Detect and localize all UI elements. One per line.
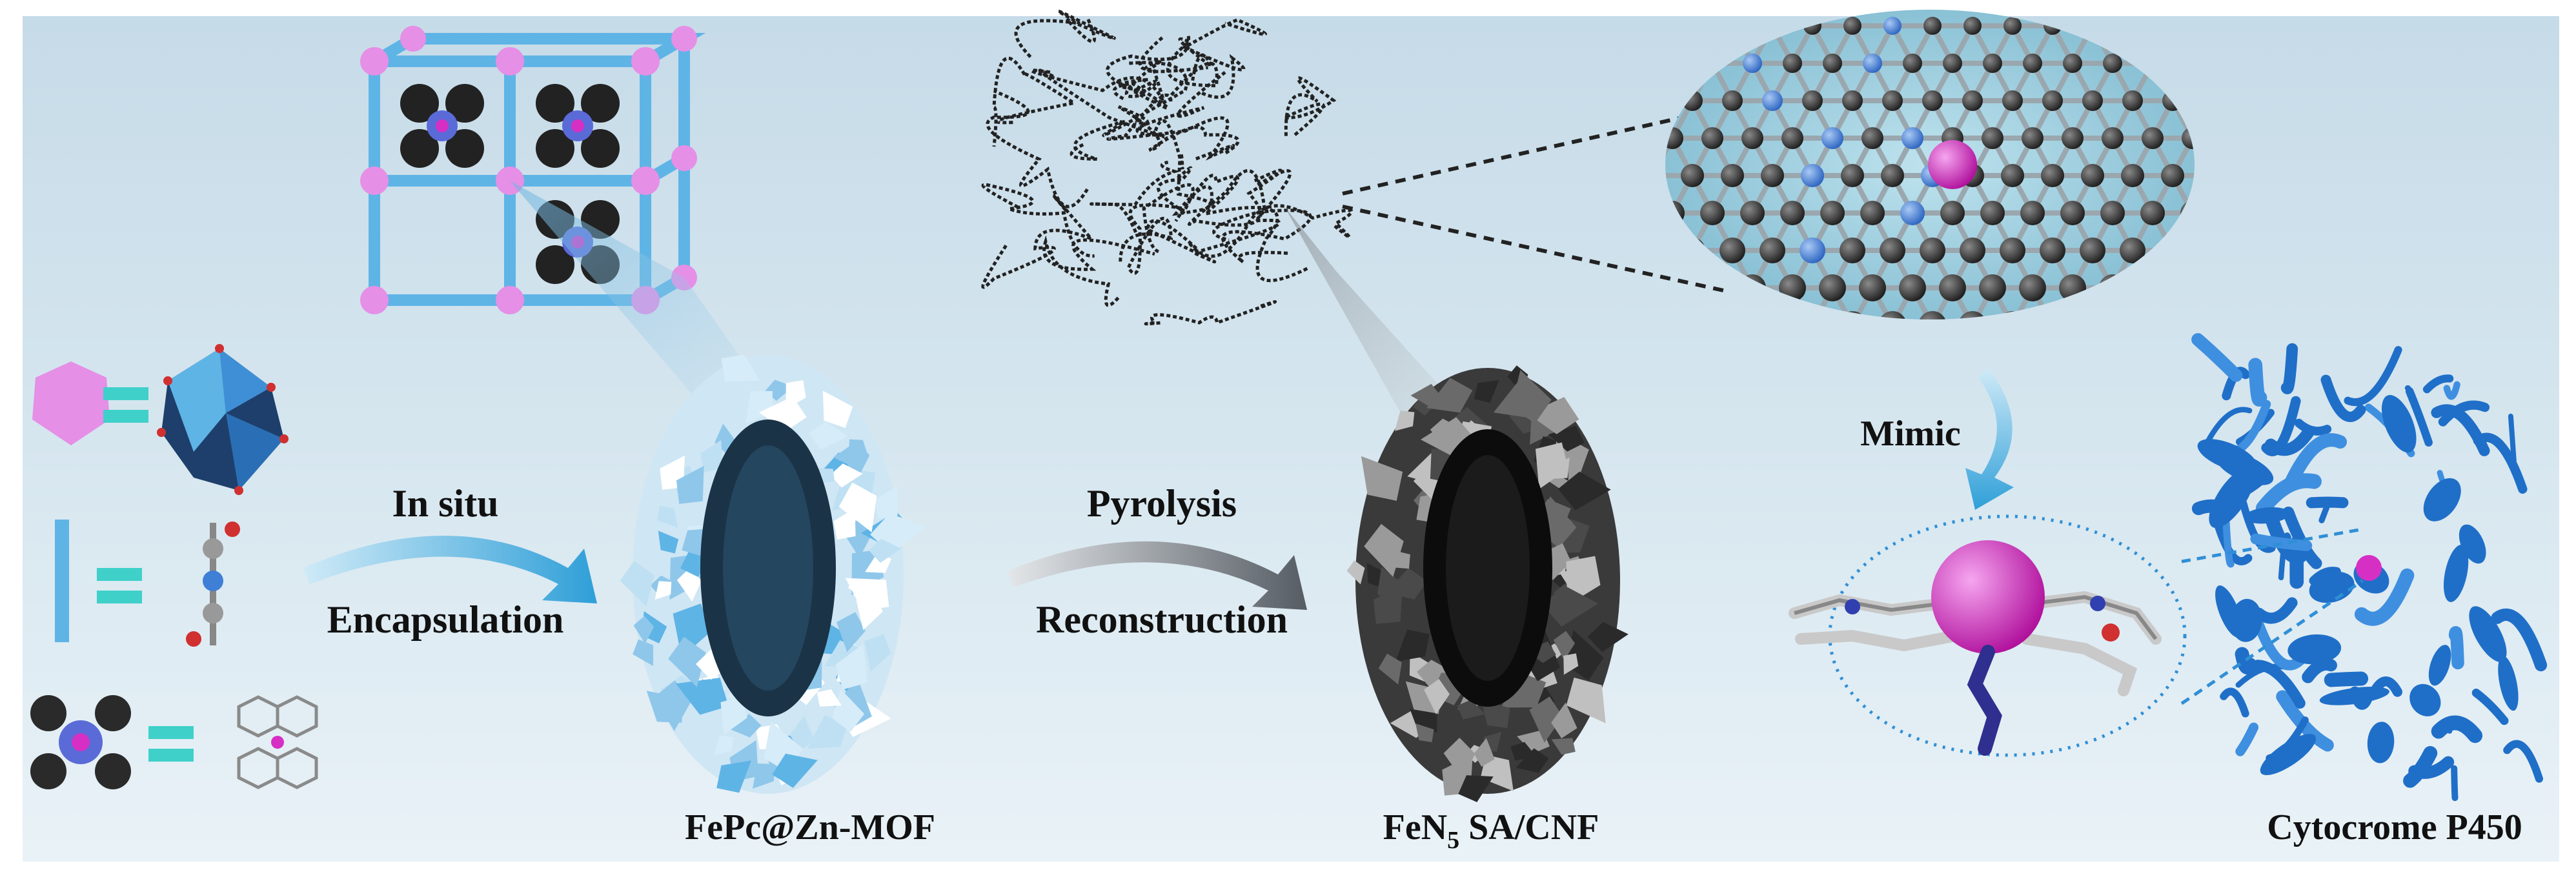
carbon-atom [1741,127,1763,149]
carbon-atom [2062,127,2084,149]
nitrogen-atom [1902,127,1923,149]
carbon-atom [1802,90,1823,111]
carbon-atom [2041,164,2064,187]
carbon-atom [2019,274,2046,301]
carbon-atom [2103,54,2122,73]
carbon-atom [1719,238,1745,263]
carbon-atom [2121,164,2144,187]
carbon-atom [2000,238,2025,263]
carbon-atom [1983,54,2002,73]
carbon-atom [2122,90,2143,111]
protein-helix [2455,633,2458,663]
carbon-atom [1740,201,1765,225]
carbon-atom [1899,274,1926,301]
nitrogen-atom [1821,127,1843,149]
nitrogen-atom [1800,238,1825,263]
carbon-atom [1943,54,1962,73]
protein-helix [2287,349,2293,389]
carbon-atom [1780,201,1805,225]
carbon-atom [2022,127,2044,149]
pyrolysis-label: Pyrolysis [1087,482,1237,525]
carbon-atom [2161,164,2184,187]
nitrogen-atom [1900,201,1925,225]
carbon-atom [1960,238,1985,263]
carbon-atom [1963,17,1982,35]
carbon-atom [1700,201,1725,225]
carbon-atom [2063,54,2082,73]
mimic-label: Mimic [1860,414,1960,454]
carbon-atom [1819,274,1846,301]
carbon-atom [1922,90,1943,111]
carbon-atom [2080,238,2105,263]
protein-helix [2454,769,2455,798]
carbon-atom [1760,238,1785,263]
carbon-atom [1860,201,1885,225]
carbon-atom [2023,54,2042,73]
reconstruction-label: Reconstruction [1036,598,1288,641]
carbon-atom [1843,17,1861,35]
carbon-atom [1923,17,1942,35]
nitrogen-atom [1883,17,1902,35]
carbon-atom [1962,90,1983,111]
carbon-atom [1861,127,1883,149]
carbon-atom [1903,54,1922,73]
carbon-atom [2002,90,2023,111]
carbon-atom [1979,274,2006,301]
in-situ-label: In situ [392,482,498,525]
carbon-atom [2140,201,2165,225]
protein-helix [2331,679,2361,680]
carbon-atom [1980,201,2005,225]
carbon-atom [1880,238,1905,263]
carbon-atom [1783,54,1802,73]
heme-marker [2356,555,2382,581]
carbon-atom [1920,238,1945,263]
carbon-atom [1820,201,1845,225]
nitrogen-atom [1863,54,1882,73]
nitrogen-atom [1743,54,1762,73]
carbon-atom [1982,127,2003,149]
protein-helix [2311,502,2343,503]
carbon-atom [1840,238,1865,263]
carbon-atom [2060,201,2085,225]
carbon-atom [2082,90,2103,111]
carbon-atom [1761,164,1784,187]
carbon-atom [2102,127,2124,149]
carbon-atom [1701,127,1723,149]
p450-label: Cytocrome P450 [2267,807,2522,847]
fepc-mof-label: FePc@Zn-MOF [685,807,935,847]
carbon-atom [1823,54,1842,73]
carbon-atom [1681,164,1704,187]
carbon-atom [2081,164,2104,187]
carbon-atom [2001,164,2024,187]
protein-helix [2255,365,2260,400]
carbon-atom [2040,238,2065,263]
carbon-atom [1781,127,1803,149]
carbon-atom [1881,164,1904,187]
carbon-atom [2142,127,2164,149]
carbon-atom [1940,201,1965,225]
fen5-label: FeN5 SA/CNF [1383,807,1599,854]
carbon-atom [1842,90,1863,111]
nitrogen-atom [1801,164,1824,187]
carbon-atom [2020,201,2045,225]
carbon-atom [2100,201,2125,225]
encapsulation-label: Encapsulation [327,598,564,641]
carbon-atom [2042,90,2063,111]
carbon-atom [1721,164,1744,187]
nitrogen-atom [1762,90,1783,111]
carbon-atom [1841,164,1864,187]
iron-atom [1928,140,1977,189]
carbon-atom [1859,274,1886,301]
carbon-atom [1939,274,1966,301]
carbon-atom [2003,17,2022,35]
carbon-atom [1882,90,1903,111]
carbon-atom [1722,90,1743,111]
protein-helix [2511,416,2514,461]
